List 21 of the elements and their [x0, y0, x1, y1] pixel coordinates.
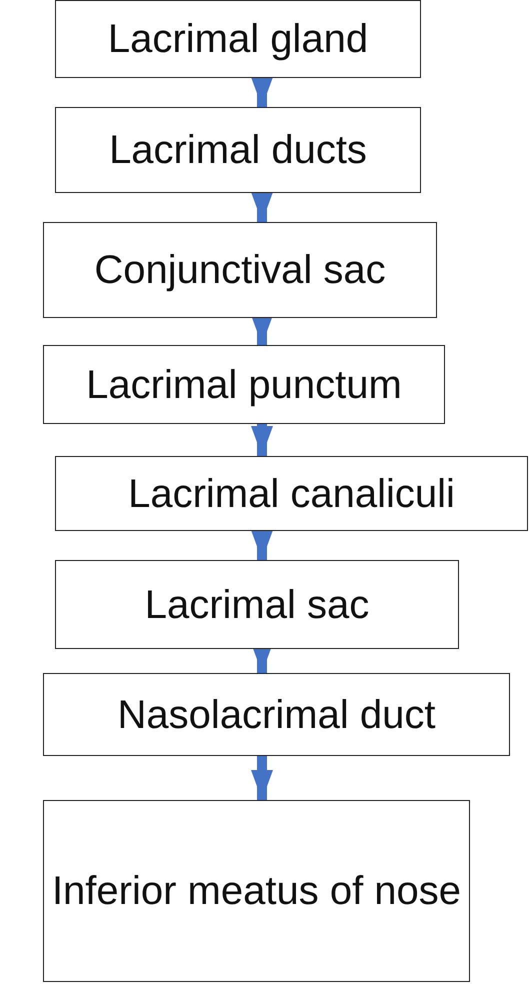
box-label: Lacrimal ducts: [109, 127, 367, 174]
box-label: Lacrimal sac: [144, 582, 370, 628]
arrow: [251, 424, 273, 456]
box-label: Inferior meatus of nose: [52, 868, 462, 915]
process-box: [55, 107, 421, 193]
box-label: Lacrimal gland: [108, 16, 368, 63]
box-label: Lacrimal canaliculi: [128, 470, 455, 518]
box-label: Nasolacrimal duct: [118, 692, 436, 738]
process-box: [55, 0, 421, 78]
process-box: [43, 800, 470, 982]
box-label: Conjunctival sac: [94, 247, 386, 294]
arrow: [251, 77, 273, 107]
process-box: [55, 560, 459, 649]
process-box: [55, 456, 528, 531]
arrow: [251, 530, 273, 560]
box-label: Lacrimal punctum: [86, 362, 402, 408]
process-box: [43, 345, 445, 424]
process-box: [43, 673, 510, 756]
arrow: [251, 756, 273, 800]
arrow: [251, 192, 273, 222]
process-box: [43, 222, 437, 318]
